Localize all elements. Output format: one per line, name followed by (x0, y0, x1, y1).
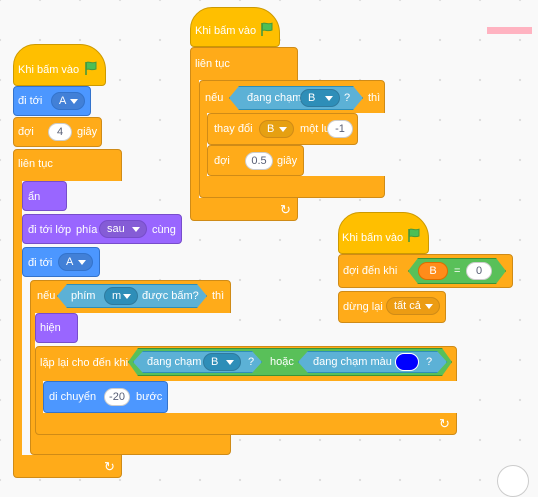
go-to-layer-label: đi tới lớp (28, 224, 72, 236)
when-flag-clicked-label-2: Khi bấm vào (195, 25, 257, 37)
layer-dropdown[interactable]: sau (99, 220, 147, 238)
repeat-until-label: lặp lại cho đến khi (40, 357, 129, 369)
wait-seconds-input-2[interactable]: 0.5 (245, 152, 273, 170)
stop-label: dừng lại (343, 301, 383, 313)
go-to-block-2[interactable] (22, 247, 100, 277)
equals-value-input[interactable]: 0 (466, 262, 492, 280)
change-value-input[interactable]: -1 (327, 120, 353, 138)
when-flag-clicked-label: Khi bấm vào (18, 64, 80, 76)
move-steps-block[interactable] (43, 381, 168, 413)
move-unit-label: bước (136, 391, 163, 403)
loop-arrow-icon: ↻ (104, 459, 115, 474)
wait-seconds-input[interactable]: 4 (48, 123, 72, 141)
color-swatch[interactable] (395, 353, 419, 371)
show-block[interactable] (35, 313, 78, 343)
if-label-2: nếu (205, 92, 224, 104)
loop-arrow-icon: ↻ (439, 416, 450, 431)
touching-q: ? (248, 356, 255, 368)
show-label: hiện (40, 322, 61, 334)
touching-color-q: ? (426, 356, 433, 368)
hide-label: ẩn (28, 191, 41, 203)
wait-until-label: đợi đến khi (343, 265, 398, 277)
loop-arrow-icon: ↻ (280, 202, 291, 217)
key-label: phím (71, 290, 96, 302)
go-to-target-dropdown[interactable]: A (51, 92, 85, 110)
layer-with-label: cùng (152, 224, 176, 236)
touching-label-2: đang chạm (247, 92, 302, 104)
go-to-label-2: đi tới (28, 257, 53, 269)
touching-color-label: đang chạm màu (313, 356, 392, 368)
touching-condition-2[interactable]: đang chạm B ? (229, 86, 363, 110)
then-label: thì (212, 290, 225, 302)
wait-unit-label: giây (77, 126, 98, 138)
wait-unit-label-2: giây (277, 155, 298, 167)
green-flag-icon (408, 228, 420, 242)
go-to-label: đi tới (18, 95, 43, 107)
green-flag-icon (85, 61, 97, 75)
touching-q-2: ? (344, 92, 351, 104)
key-pressed-label: được bấm? (142, 290, 199, 302)
when-flag-clicked-label-3: Khi bấm vào (342, 232, 404, 244)
then-label-2: thì (368, 92, 381, 104)
key-pressed-condition[interactable]: phím m được bấm? (57, 284, 207, 308)
wait-block-2[interactable] (207, 145, 304, 176)
wait-label-2: đợi (214, 155, 230, 167)
touching-dropdown-2[interactable]: B (300, 89, 340, 107)
forever-label: liên tục (18, 158, 53, 170)
change-label: thay đổi (214, 123, 253, 135)
touching-color-condition[interactable]: đang chạm màu ? (298, 351, 447, 373)
key-dropdown[interactable]: m (104, 287, 138, 305)
variable-reporter[interactable]: B (418, 262, 448, 280)
hide-block[interactable] (22, 181, 67, 211)
touching-label: đang chạm (147, 356, 202, 368)
forever-label-2: liên tục (195, 58, 230, 70)
wait-label: đợi (18, 126, 34, 138)
if-label: nếu (37, 290, 56, 302)
green-flag-icon (261, 22, 273, 36)
equals-label: = (454, 265, 461, 277)
or-label: hoặc (270, 356, 294, 368)
move-label: di chuyển (49, 391, 97, 403)
scrollbar-indicator[interactable] (487, 27, 532, 34)
touching-dropdown[interactable]: B (203, 353, 241, 371)
layer-side-label: phía (76, 224, 98, 236)
move-steps-input[interactable]: -20 (104, 388, 130, 406)
go-to-target-dropdown-2[interactable]: A (58, 253, 93, 271)
change-variable-dropdown[interactable]: B (259, 120, 294, 138)
touching-condition[interactable]: đang chạm B ? (133, 351, 262, 373)
stop-dropdown[interactable]: tất cả (386, 297, 440, 315)
zoom-reset-button[interactable] (497, 465, 529, 497)
